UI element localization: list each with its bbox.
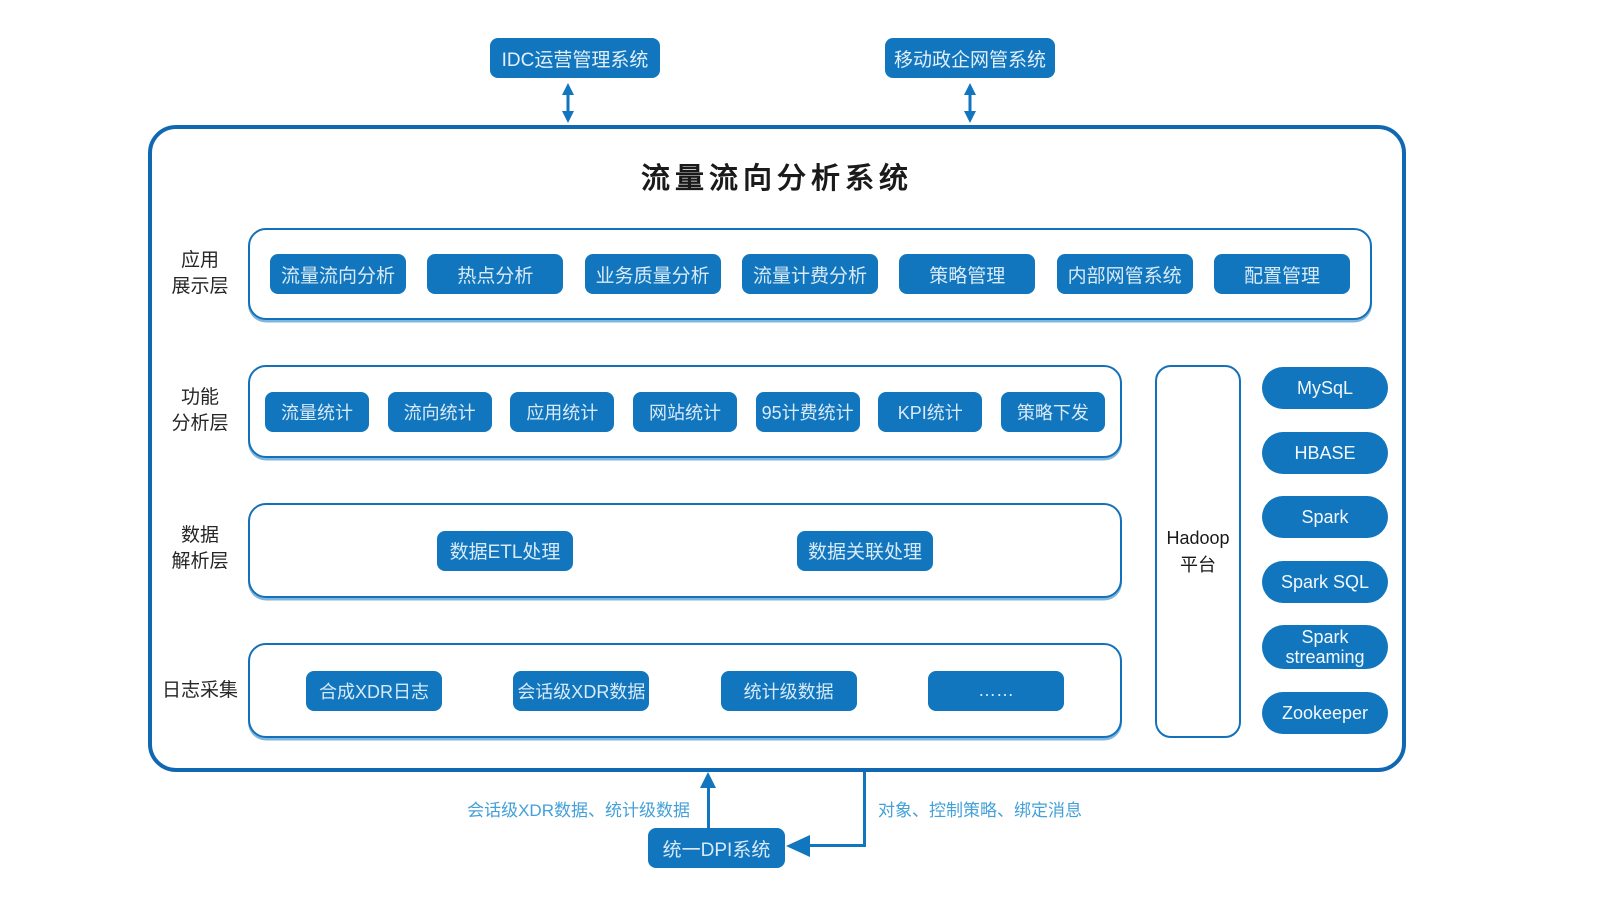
- system-container: [148, 125, 1406, 772]
- downlink-flow-label: 对象、控制策略、绑定消息: [878, 801, 1082, 820]
- module-box: 流量统计: [265, 391, 369, 432]
- uplink-flow-label: 会话级XDR数据、统计级数据: [467, 801, 690, 820]
- layer-label-application-display: 应用 展示层: [152, 248, 248, 300]
- component-pill-hbase: HBASE: [1262, 431, 1388, 474]
- module-box: 合成XDR日志: [306, 670, 442, 711]
- system-title: 流量流向分析系统: [640, 163, 913, 195]
- module-box: 流量计费分析: [741, 254, 878, 294]
- module-box: 统计级数据: [720, 670, 857, 711]
- external-system-mobile: 移动政企网管系统: [885, 38, 1055, 78]
- module-box: 流量流向分析: [270, 254, 406, 294]
- module-box: 策略下发: [1000, 391, 1105, 432]
- module-box: 数据关联处理: [797, 530, 933, 571]
- module-box: 热点分析: [427, 254, 564, 294]
- layer-label-function-analysis: 功能 分析层: [152, 385, 248, 437]
- left-connector-line: [808, 844, 866, 847]
- module-box: 数据ETL处理: [437, 530, 573, 571]
- layer-label-line: 日志采集: [161, 680, 238, 701]
- up-arrow-line: [707, 786, 710, 828]
- layer-data-parsing: 数据ETL处理 数据关联处理: [248, 503, 1122, 598]
- layer-label-line: 应用: [180, 250, 219, 271]
- layer-label-line: 解析层: [171, 551, 229, 572]
- layer-label-line: 展示层: [171, 276, 229, 297]
- module-box: ……: [927, 670, 1064, 711]
- component-pill-spark: Spark: [1262, 496, 1388, 539]
- left-arrow-icon: [786, 835, 810, 857]
- dpi-system-box: 统一DPI系统: [648, 828, 785, 868]
- component-pill-spark-streaming: Spark streaming: [1262, 625, 1388, 670]
- layer-label-line: 分析层: [171, 413, 229, 434]
- hadoop-label-line: Hadoop: [1166, 527, 1230, 548]
- module-box: 业务质量分析: [584, 254, 721, 294]
- layer-application-display: 流量流向分析 热点分析 业务质量分析 流量计费分析 策略管理 内部网管系统 配置…: [248, 228, 1372, 320]
- layer-label-data-parsing: 数据 解析层: [152, 523, 248, 575]
- layer-label-line: 数据: [180, 525, 219, 546]
- component-pill-list: MySqL HBASE Spark Spark SQL Spark stream…: [1262, 367, 1388, 734]
- component-pill-mysql: MySqL: [1262, 367, 1388, 409]
- external-system-idc: IDC运营管理系统: [490, 38, 660, 78]
- layer-function-analysis: 流量统计 流向统计 应用统计 网站统计 95计费统计 KPI统计 策略下发: [248, 365, 1122, 458]
- module-box: 配置管理: [1213, 254, 1350, 294]
- module-box: KPI统计: [878, 391, 983, 432]
- hadoop-label-line: 平台: [1180, 554, 1216, 575]
- module-box: 流向统计: [387, 391, 492, 432]
- double-arrow-icon: [964, 83, 976, 123]
- double-arrow-icon: [562, 83, 574, 123]
- component-pill-spark-sql: Spark SQL: [1262, 560, 1388, 603]
- module-box: 应用统计: [510, 391, 615, 432]
- module-box: 内部网管系统: [1056, 254, 1193, 294]
- module-box: 会话级XDR数据: [513, 670, 650, 711]
- module-box: 网站统计: [632, 391, 737, 432]
- down-connector-line: [863, 772, 866, 847]
- hadoop-platform-box: Hadoop 平台: [1155, 365, 1241, 738]
- up-arrow-icon: [700, 772, 716, 788]
- layer-label-line: 功能: [180, 387, 219, 408]
- layer-log-collection: 合成XDR日志 会话级XDR数据 统计级数据 ……: [248, 643, 1122, 738]
- component-pill-zookeeper: Zookeeper: [1262, 691, 1388, 734]
- module-box: 策略管理: [899, 254, 1036, 294]
- layer-label-log-collection: 日志采集: [152, 678, 248, 704]
- module-box: 95计费统计: [755, 391, 860, 432]
